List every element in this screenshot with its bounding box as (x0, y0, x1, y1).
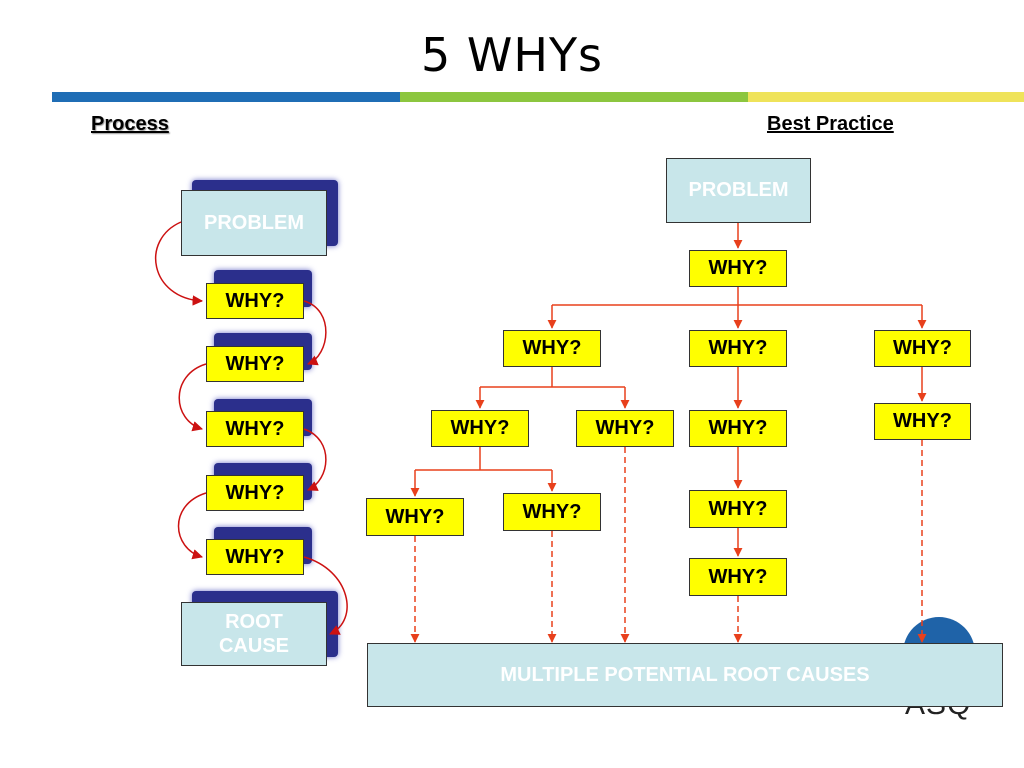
why-level2-right-box: WHY? (874, 330, 971, 367)
why-level2-center-box: WHY? (689, 330, 787, 367)
header-bar-yellow (748, 92, 1024, 102)
why-level3-box: WHY? (689, 410, 787, 447)
why-level4-box: WHY? (689, 490, 787, 528)
process-arrow (303, 556, 348, 635)
why-level5-box: WHY? (689, 558, 787, 596)
why-level2-left-box: WHY? (503, 330, 601, 367)
root-cause-box: ROOT CAUSE (181, 602, 327, 666)
why-level3-box: WHY? (874, 403, 971, 440)
why-level3-box: WHY? (431, 410, 529, 447)
process-why-box: WHY? (206, 475, 304, 511)
process-arrow (177, 492, 207, 560)
why-level3-box: WHY? (576, 410, 674, 447)
process-arrow (303, 428, 327, 491)
best-practice-problem-box: PROBLEM (666, 158, 811, 223)
multiple-root-causes-box: MULTIPLE POTENTIAL ROOT CAUSES (367, 643, 1003, 707)
process-why-box: WHY? (206, 539, 304, 575)
process-why-box: WHY? (206, 283, 304, 319)
why-level4-box: WHY? (366, 498, 464, 536)
process-why-box: WHY? (206, 346, 304, 382)
process-arrow (303, 300, 327, 366)
header-bar-green (400, 92, 748, 102)
why-level4-box: WHY? (503, 493, 601, 531)
process-arrow (155, 221, 204, 306)
best-practice-heading: Best Practice (767, 113, 894, 135)
why-level1-box: WHY? (689, 250, 787, 287)
process-problem-box: PROBLEM (181, 190, 327, 256)
header-bar-blue (52, 92, 400, 102)
page-title: 5 WHYs (420, 28, 604, 82)
process-arrow (178, 363, 207, 432)
process-why-box: WHY? (206, 411, 304, 447)
process-heading: Process (91, 113, 169, 135)
